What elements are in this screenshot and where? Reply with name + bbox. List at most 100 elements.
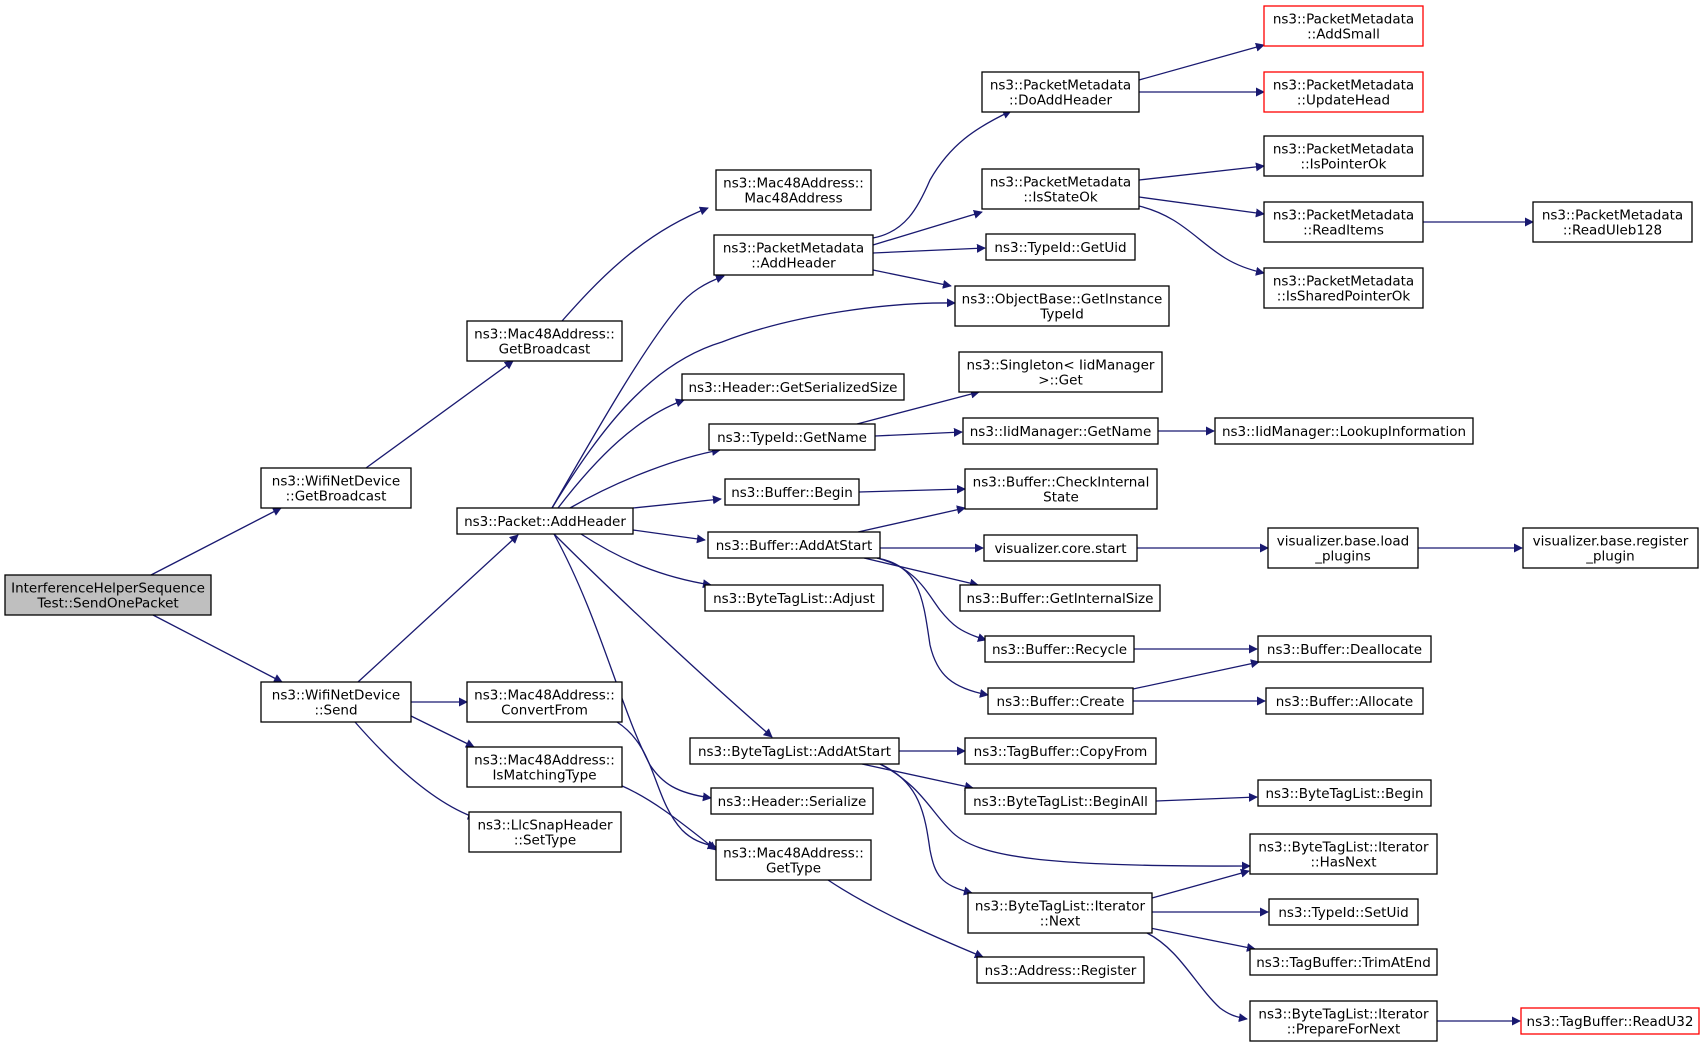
- node-ns3-buffer-allocate[interactable]: ns3::Buffer::Allocate: [1265, 687, 1424, 715]
- node-ns3-packetmetadata-updatehead[interactable]: ns3::PacketMetadata::UpdateHead: [1263, 71, 1424, 113]
- node-ns3-mac48address-gettype[interactable]: ns3::Mac48Address::GetType: [715, 839, 872, 881]
- node-visualizer-core-start[interactable]: visualizer.core.start: [983, 534, 1138, 562]
- node-box[interactable]: [1520, 1007, 1700, 1035]
- node-ns3-mac48address-getbroadcast[interactable]: ns3::Mac48Address::GetBroadcast: [466, 320, 623, 362]
- node-box[interactable]: [1249, 948, 1438, 976]
- node-ns3-buffer-addatstart[interactable]: ns3::Buffer::AddAtStart: [707, 531, 881, 559]
- node-visualizer-base-register-plugin[interactable]: visualizer.base.register_plugin: [1522, 527, 1699, 569]
- node-box[interactable]: [987, 687, 1134, 715]
- node-box[interactable]: [466, 746, 623, 788]
- node-visualizer-base-load-plugins[interactable]: visualizer.base.load_plugins: [1267, 527, 1419, 569]
- node-box[interactable]: [466, 320, 623, 362]
- node-box[interactable]: [707, 531, 881, 559]
- node-ns3-iidmanager-getname[interactable]: ns3::IidManager::GetName: [962, 417, 1159, 445]
- node-ns3-bytetaglist-addatstart[interactable]: ns3::ByteTagList::AddAtStart: [689, 737, 900, 765]
- node-ns3-iidmanager-lookupinformation[interactable]: ns3::IidManager::LookupInformation: [1214, 417, 1474, 445]
- node-ns3-buffer-create[interactable]: ns3::Buffer::Create: [987, 687, 1134, 715]
- node-box[interactable]: [1532, 201, 1693, 243]
- node-box[interactable]: [1263, 5, 1424, 47]
- node-ns3-tagbuffer-trimatend[interactable]: ns3::TagBuffer::TrimAtEnd: [1249, 948, 1438, 976]
- node-box[interactable]: [984, 635, 1135, 663]
- node-box[interactable]: [1263, 135, 1424, 177]
- node-ns3-buffer-getinternalsize[interactable]: ns3::Buffer::GetInternalSize: [959, 584, 1161, 612]
- node-box[interactable]: [710, 787, 874, 815]
- node-ns3-header-getserializedsize[interactable]: ns3::Header::GetSerializedSize: [681, 373, 905, 401]
- node-box[interactable]: [964, 468, 1158, 510]
- node-ns3-typeid-getuid[interactable]: ns3::TypeId::GetUid: [985, 233, 1136, 261]
- node-box[interactable]: [715, 169, 872, 211]
- node-ns3-tagbuffer-readu32[interactable]: ns3::TagBuffer::ReadU32: [1520, 1007, 1700, 1035]
- node-box[interactable]: [985, 233, 1136, 261]
- node-box[interactable]: [983, 534, 1138, 562]
- node-ns3-mac48address-mac48address[interactable]: ns3::Mac48Address::Mac48Address: [715, 169, 872, 211]
- node-box[interactable]: [964, 737, 1157, 765]
- node-box[interactable]: [976, 956, 1145, 984]
- node-ns3-address-register[interactable]: ns3::Address::Register: [976, 956, 1145, 984]
- node-box[interactable]: [1268, 898, 1419, 926]
- node-ns3-packet-addheader[interactable]: ns3::Packet::AddHeader: [456, 507, 634, 535]
- node-box[interactable]: [1267, 527, 1419, 569]
- node-ns3-buffer-recycle[interactable]: ns3::Buffer::Recycle: [984, 635, 1135, 663]
- node-box[interactable]: [715, 839, 872, 881]
- node-box[interactable]: [981, 168, 1140, 210]
- node-box[interactable]: [1263, 201, 1424, 243]
- node-box[interactable]: [681, 373, 905, 401]
- node-ns3-mac48address-ismatchingtype[interactable]: ns3::Mac48Address::IsMatchingType: [466, 746, 623, 788]
- node-ns3-singleton-iidmanager-get[interactable]: ns3::Singleton< IidManager >::Get: [958, 351, 1163, 393]
- node-box[interactable]: [1265, 687, 1424, 715]
- node-box[interactable]: [958, 351, 1163, 393]
- node-ns3-typeid-setuid[interactable]: ns3::TypeId::SetUid: [1268, 898, 1419, 926]
- node-ns3-buffer-deallocate[interactable]: ns3::Buffer::Deallocate: [1257, 635, 1432, 663]
- node-box[interactable]: [964, 787, 1157, 815]
- node-box[interactable]: [1249, 1000, 1438, 1042]
- node-box[interactable]: [1257, 635, 1432, 663]
- node-box[interactable]: [1263, 71, 1424, 113]
- node-box[interactable]: [1263, 267, 1424, 309]
- node-ns3-bytetaglist-adjust[interactable]: ns3::ByteTagList::Adjust: [704, 584, 884, 612]
- node-ns3-bytetaglist-iterator-next[interactable]: ns3::ByteTagList::Iterator::Next: [967, 892, 1153, 934]
- node-box[interactable]: [967, 892, 1153, 934]
- node-box[interactable]: [1522, 527, 1699, 569]
- node-box[interactable]: [260, 681, 412, 723]
- node-ns3-packetmetadata-readuleb128[interactable]: ns3::PacketMetadata::ReadUleb128: [1532, 201, 1693, 243]
- node-ns3-header-serialize[interactable]: ns3::Header::Serialize: [710, 787, 874, 815]
- node-box[interactable]: [708, 423, 876, 451]
- node-ns3-packetmetadata-ispointerok[interactable]: ns3::PacketMetadata::IsPointerOk: [1263, 135, 1424, 177]
- node-box[interactable]: [456, 507, 634, 535]
- node-box[interactable]: [959, 584, 1161, 612]
- node-box[interactable]: [704, 584, 884, 612]
- node-box[interactable]: [954, 285, 1170, 327]
- node-box[interactable]: [466, 681, 623, 723]
- node-ns3-packetmetadata-issharedpointerok[interactable]: ns3::PacketMetadata::IsSharedPointerOk: [1263, 267, 1424, 309]
- node-box[interactable]: [1214, 417, 1474, 445]
- node-box[interactable]: [981, 71, 1140, 113]
- node-box[interactable]: [1249, 833, 1438, 875]
- node-box[interactable]: [713, 234, 874, 276]
- node-ns3-packetmetadata-doaddheader[interactable]: ns3::PacketMetadata::DoAddHeader: [981, 71, 1140, 113]
- node-ns3-packetmetadata-readitems[interactable]: ns3::PacketMetadata::ReadItems: [1263, 201, 1424, 243]
- node-box[interactable]: [724, 478, 860, 506]
- node-ns3-buffer-begin[interactable]: ns3::Buffer::Begin: [724, 478, 860, 506]
- node-box[interactable]: [260, 467, 412, 509]
- node-ns3-bytetaglist-begin[interactable]: ns3::ByteTagList::Begin: [1257, 779, 1432, 807]
- node-box[interactable]: [1257, 779, 1432, 807]
- node-ns3-wifinetdevice-send[interactable]: ns3::WifiNetDevice::Send: [260, 681, 412, 723]
- node-ns3-bytetaglist-beginall[interactable]: ns3::ByteTagList::BeginAll: [964, 787, 1157, 815]
- node-box[interactable]: [962, 417, 1159, 445]
- node-box[interactable]: [689, 737, 900, 765]
- node-ns3-wifinetdevice-getbroadcast[interactable]: ns3::WifiNetDevice::GetBroadcast: [260, 467, 412, 509]
- node-label: ns3::PacketMetadata: [990, 175, 1131, 191]
- node-ns3-tagbuffer-copyfrom[interactable]: ns3::TagBuffer::CopyFrom: [964, 737, 1157, 765]
- node-label: ns3::Buffer::Begin: [731, 485, 853, 501]
- node-ns3-llcsnapheader-settype[interactable]: ns3::LlcSnapHeader::SetType: [468, 811, 622, 853]
- node-ns3-packetmetadata-addsmall[interactable]: ns3::PacketMetadata::AddSmall: [1263, 5, 1424, 47]
- node-ns3-bytetaglist-iterator-hasnext[interactable]: ns3::ByteTagList::Iterator::HasNext: [1249, 833, 1438, 875]
- node-box[interactable]: [468, 811, 622, 853]
- node-ns3-packetmetadata-addheader[interactable]: ns3::PacketMetadata::AddHeader: [713, 234, 874, 276]
- node-ns3-mac48address-convertfrom[interactable]: ns3::Mac48Address::ConvertFrom: [466, 681, 623, 723]
- node-ns3-packetmetadata-isstateok[interactable]: ns3::PacketMetadata::IsStateOk: [981, 168, 1140, 210]
- node-ns3-typeid-getname[interactable]: ns3::TypeId::GetName: [708, 423, 876, 451]
- node-ns3-bytetaglist-iterator-preparefornext[interactable]: ns3::ByteTagList::Iterator::PrepareForNe…: [1249, 1000, 1438, 1042]
